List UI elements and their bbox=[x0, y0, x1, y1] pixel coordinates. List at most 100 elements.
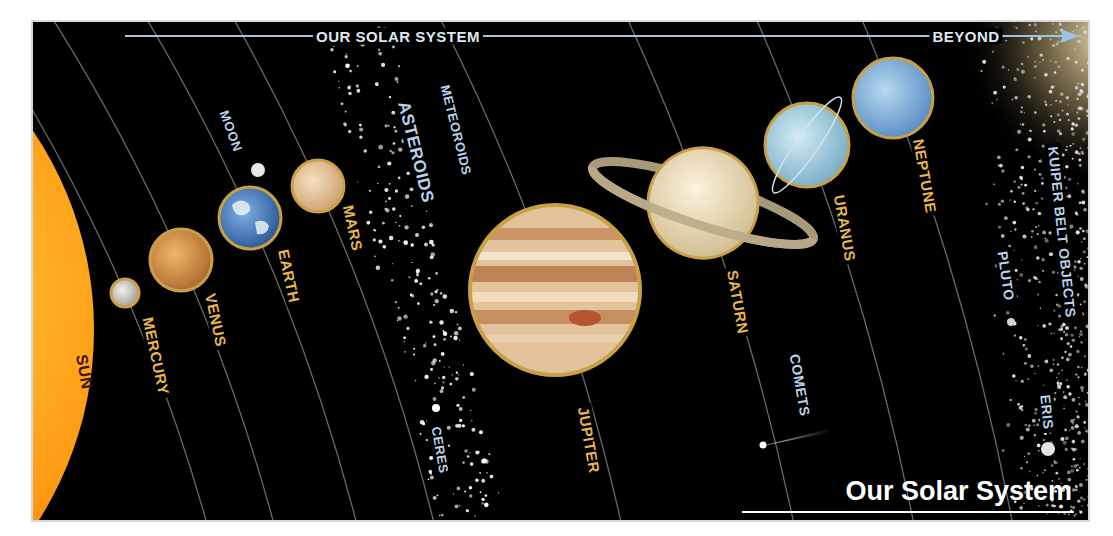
kuiper-object-dot bbox=[1050, 38, 1052, 40]
kuiper-object-dot bbox=[998, 226, 1001, 229]
kuiper-object-dot bbox=[1038, 450, 1040, 452]
kuiper-object-dot bbox=[1023, 344, 1025, 346]
moon bbox=[251, 163, 265, 177]
asteroid-dot bbox=[346, 53, 347, 54]
kuiper-object-dot bbox=[1087, 392, 1088, 394]
kuiper-object-dot bbox=[1083, 421, 1086, 424]
kuiper-object-dot bbox=[1056, 377, 1057, 378]
asteroid-dot bbox=[426, 421, 427, 422]
kuiper-belt bbox=[980, 23, 1088, 519]
kuiper-object-dot bbox=[1085, 401, 1087, 403]
kuiper-object-dot bbox=[1071, 108, 1072, 109]
kuiper-object-dot bbox=[1003, 353, 1005, 355]
asteroid-dot bbox=[409, 276, 411, 278]
kuiper-object-dot bbox=[1063, 391, 1065, 393]
kuiper-object-dot bbox=[1053, 332, 1055, 334]
kuiper-object-dot bbox=[1003, 86, 1006, 89]
asteroid-dot bbox=[430, 457, 432, 459]
kuiper-object-dot bbox=[1055, 100, 1057, 102]
kuiper-object-dot bbox=[1045, 360, 1049, 364]
kuiper-object-dot bbox=[1055, 42, 1058, 45]
asteroid-dot bbox=[391, 111, 395, 115]
asteroid-dot bbox=[471, 420, 472, 421]
kuiper-object-dot bbox=[1021, 107, 1023, 109]
kuiper-object-dot bbox=[1055, 61, 1057, 63]
kuiper-object-dot bbox=[1034, 190, 1036, 192]
asteroid-dot bbox=[404, 225, 408, 229]
kuiper-object-dot bbox=[1071, 465, 1073, 467]
kuiper-object-dot bbox=[1038, 160, 1040, 162]
kuiper-object-dot bbox=[1031, 230, 1034, 233]
asteroid-dot bbox=[428, 277, 431, 280]
kuiper-object-dot bbox=[1042, 270, 1044, 272]
asteroid-dot bbox=[482, 502, 484, 504]
kuiper-object-dot bbox=[1076, 111, 1079, 114]
kuiper-object-dot bbox=[1087, 247, 1088, 249]
asteroid-dot bbox=[338, 80, 339, 81]
kuiper-object-dot bbox=[1002, 66, 1005, 69]
kuiper-object-dot bbox=[1021, 166, 1024, 169]
kuiper-object-dot bbox=[1072, 423, 1074, 425]
asteroid-dot bbox=[433, 335, 436, 338]
kuiper-object-dot bbox=[1068, 392, 1071, 395]
kuiper-object-dot bbox=[1050, 115, 1052, 117]
uranus-planet bbox=[765, 91, 850, 199]
kuiper-object-dot bbox=[1055, 472, 1058, 475]
kuiper-object-dot bbox=[1041, 258, 1044, 261]
kuiper-object-dot bbox=[1078, 106, 1082, 110]
asteroid-dot bbox=[357, 65, 359, 67]
asteroid-dot bbox=[448, 445, 450, 447]
asteroid-dot bbox=[446, 333, 447, 334]
kuiper-object-dot bbox=[1081, 28, 1083, 30]
kuiper-object-dot bbox=[1057, 363, 1059, 365]
kuiper-object-dot bbox=[1035, 226, 1037, 228]
kuiper-object-dot bbox=[1058, 314, 1061, 317]
asteroid-dot bbox=[347, 86, 350, 89]
asteroid-dot bbox=[444, 366, 445, 367]
kuiper-object-dot bbox=[1034, 111, 1037, 114]
asteroid-dot bbox=[462, 461, 464, 463]
kuiper-object-dot bbox=[1077, 92, 1081, 96]
asteroid-dot bbox=[395, 222, 396, 223]
asteroid-dot bbox=[459, 419, 462, 422]
asteroid-dot bbox=[397, 316, 402, 321]
asteroid-dot bbox=[433, 304, 435, 306]
asteroid-dot bbox=[480, 491, 482, 493]
asteroid-dot bbox=[345, 55, 348, 58]
kuiper-object-dot bbox=[1075, 374, 1077, 376]
kuiper-object-dot bbox=[1052, 23, 1053, 24]
kuiper-object-dot bbox=[1082, 314, 1083, 315]
kuiper-object-dot bbox=[1022, 234, 1026, 238]
asteroid-dot bbox=[359, 127, 363, 131]
kuiper-object-dot bbox=[1082, 191, 1085, 194]
kuiper-object-dot bbox=[1028, 279, 1031, 282]
asteroid-dot bbox=[455, 504, 459, 508]
kuiper-object-dot bbox=[1013, 78, 1016, 81]
earth-clouds bbox=[232, 200, 269, 234]
asteroid-dot bbox=[481, 479, 485, 483]
kuiper-object-dot bbox=[1051, 75, 1052, 76]
asteroid-dot bbox=[486, 472, 488, 474]
asteroid-dot bbox=[484, 503, 489, 508]
asteroid-dot bbox=[443, 332, 447, 336]
asteroid-dot bbox=[426, 210, 428, 212]
asteroid-dot bbox=[403, 341, 404, 342]
kuiper-object-dot bbox=[1083, 208, 1087, 212]
kuiper-object-dot bbox=[1086, 114, 1088, 117]
kuiper-object-dot bbox=[1075, 513, 1077, 515]
asteroid-dot bbox=[442, 381, 444, 383]
kuiper-object-dot bbox=[1028, 138, 1032, 142]
kuiper-object-dot bbox=[1016, 27, 1018, 29]
asteroid-dot bbox=[457, 487, 461, 491]
kuiper-object-dot bbox=[1077, 260, 1080, 263]
kuiper-object-dot bbox=[1080, 386, 1084, 390]
kuiper-object-dot bbox=[1014, 96, 1018, 100]
kuiper-object-dot bbox=[1055, 294, 1057, 296]
kuiper-object-dot bbox=[1040, 53, 1043, 56]
kuiper-object-dot bbox=[1053, 363, 1055, 365]
asteroid-dot bbox=[393, 142, 396, 145]
asteroid-dot bbox=[397, 81, 399, 83]
asteroid-dot bbox=[392, 263, 393, 264]
kuiper-object-dot bbox=[1027, 378, 1029, 380]
asteroid-dot bbox=[385, 208, 389, 212]
